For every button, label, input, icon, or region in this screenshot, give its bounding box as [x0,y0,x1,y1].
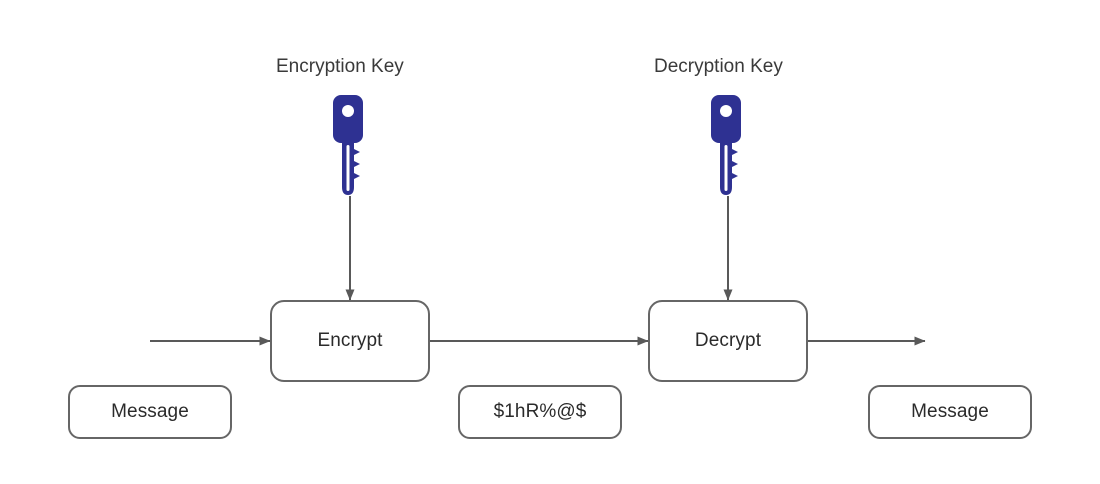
key-icon [708,95,748,200]
message-out-box-label: Message [911,401,989,422]
message-in-box-label: Message [111,401,189,422]
decrypt-process-box-label: Decrypt [694,330,762,351]
ciphertext-box-label: $1hR%@$ [493,401,587,422]
key-icon [330,95,370,200]
message-out-box: Message [868,385,1032,439]
key-icon-glyph [333,95,363,195]
key-icon-glyph [711,95,741,195]
decrypt-process-box: Decrypt [648,300,808,382]
message-in-box: Message [68,385,232,439]
ciphertext-box: $1hR%@$ [458,385,622,439]
encrypt-process-box: Encrypt [270,300,430,382]
decryption-key-label: Decryption Key [654,56,783,77]
encryption-key-label: Encryption Key [276,56,404,77]
encrypt-process-box-label: Encrypt [317,330,383,351]
